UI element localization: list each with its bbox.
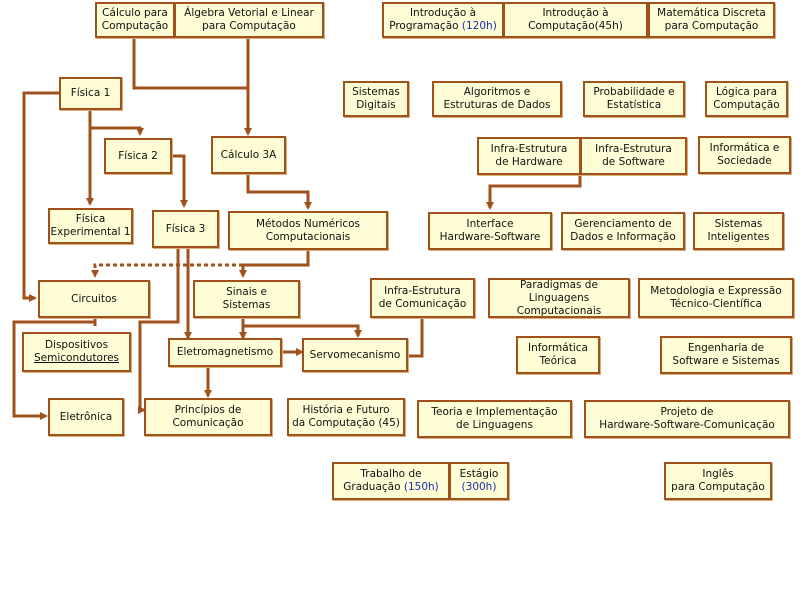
course-label: Paradigmas de Linguagens Computacionais (516, 278, 602, 317)
course-probabilidade[interactable]: Probabilidade e Estatística (583, 81, 685, 117)
course-sistemas-digitais[interactable]: Sistemas Digitais (343, 81, 409, 117)
course-interface-hw-sw[interactable]: Interface Hardware-Software (428, 212, 552, 250)
course-label: Infra-Estrutura de Comunicação (378, 285, 467, 310)
course-infra-comunicacao[interactable]: Infra-Estrutura de Comunicação (370, 278, 475, 318)
course-label: Informática Teórica (528, 342, 588, 367)
course-hours: (300h) (461, 481, 497, 493)
connector-sinais-to-servo (241, 318, 362, 338)
course-label: Métodos Numéricos Computacionais (255, 217, 361, 243)
course-label: Eletromagnetismo (176, 346, 274, 358)
connector-metodos-to-circuitos-dashed (91, 263, 243, 278)
course-trabalho-graduacao[interactable]: Trabalho de Graduação (150h) (332, 462, 450, 500)
course-dispositivos-semicondutores[interactable]: Dispositivos Semicondutores (22, 332, 131, 372)
course-label: Circuitos (71, 292, 117, 305)
course-metodos-numericos[interactable]: Métodos Numéricos Computacionais (228, 211, 388, 250)
course-historia-computacao[interactable]: História e Futuro da Computação (45) (287, 398, 405, 436)
course-metodologia[interactable]: Metodologia e Expressão Técnico-Científi… (638, 278, 794, 318)
course-label: Física Experimental 1 (50, 213, 131, 238)
course-label: Introdução à Computação(45h) (528, 7, 623, 32)
course-intro-programacao[interactable]: Introdução à Programação (120h) (382, 2, 504, 38)
course-label: Cálculo para Computação (101, 7, 169, 32)
connector-metodos-to-sinais (239, 250, 310, 278)
connector-fisica1-to-fisica2 (88, 110, 144, 136)
course-label: Inglês para Computação (671, 468, 765, 493)
course-label: Princípios de Comunicação (172, 404, 244, 429)
course-label: Física 3 (165, 222, 206, 235)
course-label: Lógica para Computação (713, 86, 780, 111)
course-sistemas-inteligentes[interactable]: Sistemas Inteligentes (693, 212, 784, 250)
connector-calculo-algebra-to-calculo3a (132, 38, 248, 134)
course-matematica-discreta[interactable]: Matemática Discreta para Computação (648, 2, 775, 38)
course-informatica-teorica[interactable]: Informática Teórica (516, 336, 600, 374)
course-algoritmos[interactable]: Algoritmos e Estruturas de Dados (432, 81, 562, 117)
course-eletronica[interactable]: Eletrônica (48, 398, 124, 436)
course-label: Cálculo 3A (220, 148, 277, 161)
course-label: História e Futuro da Computação (45) (292, 404, 400, 429)
course-label-underlined: Semicondutores (34, 352, 119, 364)
course-infra-software[interactable]: Infra-Estrutura de Software (580, 137, 687, 175)
course-label: Teoria e Implementação de Linguagens (431, 406, 558, 431)
course-label: Matemática Discreta para Computação (657, 7, 766, 32)
course-label: Sistemas Inteligentes (707, 218, 770, 243)
course-label: Infra-Estrutura de Hardware (490, 143, 568, 168)
connector-infracom-to-servo (408, 318, 424, 358)
course-fisica-2[interactable]: Física 2 (104, 138, 172, 174)
connector-fisica1-to-circuitos (22, 91, 59, 302)
course-paradigmas-linguagens[interactable]: Paradigmas de Linguagens Computacionais (488, 278, 630, 318)
course-label: Algoritmos e Estruturas de Dados (443, 86, 551, 111)
course-hours: (150h) (403, 481, 439, 493)
course-label: Servomecanismo (309, 348, 401, 361)
connector-fisica2-to-fisica3 (172, 154, 188, 208)
course-fisica-3[interactable]: Física 3 (152, 210, 219, 248)
course-label: Infra-Estrutura de Software (595, 143, 672, 168)
course-engenharia-software[interactable]: Engenharia de Software e Sistemas (660, 336, 792, 374)
course-fisica-1[interactable]: Física 1 (59, 77, 122, 110)
course-label: Gerenciamento de Dados e Informação (570, 218, 676, 243)
course-gerenciamento-dados[interactable]: Gerenciamento de Dados e Informação (561, 212, 685, 250)
course-fisica-experimental-1[interactable]: Física Experimental 1 (48, 208, 133, 244)
course-label: Graduação (343, 481, 401, 493)
course-intro-computacao[interactable]: Introdução à Computação(45h) (503, 2, 648, 38)
course-ingles[interactable]: Inglês para Computação (664, 462, 772, 500)
course-label: Metodologia e Expressão Técnico-Científi… (650, 285, 782, 310)
course-label: Sistemas Digitais (352, 86, 400, 111)
course-label: Álgebra Vetorial e Linear para Computaçã… (184, 7, 314, 32)
connector-fisica3-to-principios (138, 248, 180, 414)
course-infra-hardware[interactable]: Infra-Estrutura de Hardware (477, 137, 581, 175)
course-logica[interactable]: Lógica para Computação (705, 81, 788, 117)
connector-calculo3a-to-metodos (246, 174, 312, 210)
connector-circuitos-to-dispositivos (12, 318, 97, 420)
course-calculo-para-computacao[interactable]: Cálculo para Computação (95, 2, 175, 38)
course-calculo-3a[interactable]: Cálculo 3A (211, 136, 286, 174)
course-projeto-hw-sw-com[interactable]: Projeto de Hardware-Software-Comunicação (584, 400, 790, 438)
course-label: Física 2 (118, 149, 158, 162)
course-sinais-sistemas[interactable]: Sinais e Sistemas (193, 280, 300, 318)
course-hours: (120h) (461, 20, 497, 32)
course-label: Engenharia de Software e Sistemas (672, 342, 780, 367)
course-label: Probabilidade e Estatística (593, 86, 675, 111)
course-label: Introdução à Programação (389, 7, 477, 32)
course-eletromagnetismo[interactable]: Eletromagnetismo (168, 338, 282, 367)
connector-infrahw-to-interface (486, 175, 582, 210)
course-algebra-vetorial[interactable]: Álgebra Vetorial e Linear para Computaçã… (174, 2, 324, 38)
course-servomecanismo[interactable]: Servomecanismo (302, 338, 408, 372)
course-principios-comunicacao[interactable]: Princípios de Comunicação (144, 398, 272, 436)
course-informatica-sociedade[interactable]: Informática e Sociedade (698, 136, 791, 174)
course-label: Trabalho de (360, 468, 422, 480)
course-estagio[interactable]: Estágio (300h) (449, 462, 509, 500)
course-label: Eletrônica (59, 410, 113, 423)
course-label: Estágio (459, 468, 499, 480)
course-label: Projeto de Hardware-Software-Comunicação (599, 406, 775, 431)
course-label: Sinais e Sistemas (222, 286, 271, 311)
course-label: Interface Hardware-Software (439, 218, 541, 243)
course-teoria-linguagens[interactable]: Teoria e Implementação de Linguagens (417, 400, 572, 438)
course-circuitos[interactable]: Circuitos (38, 280, 150, 318)
course-label: Dispositivos (44, 339, 109, 351)
course-label: Física 1 (70, 87, 111, 99)
course-label: Informática e Sociedade (709, 142, 780, 167)
